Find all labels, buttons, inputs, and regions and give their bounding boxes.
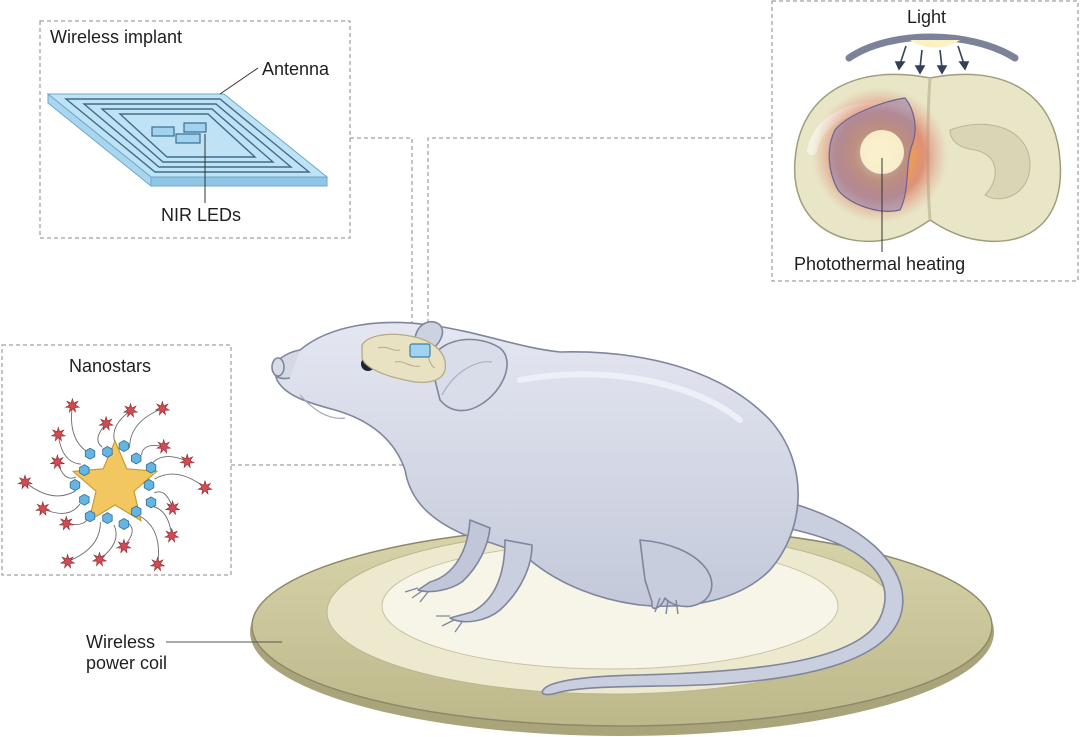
nanostar-ligand <box>71 405 91 455</box>
mouse-front-leg <box>449 539 533 623</box>
nanostar-dye-molecule <box>17 474 33 490</box>
nanostar-hexagon-ligand <box>84 510 96 523</box>
nanostar-dye-molecule <box>98 415 115 431</box>
nanostar-dye-molecule <box>197 479 213 496</box>
nanostar-dye-molecule <box>34 500 51 517</box>
mouse-nose <box>271 357 285 377</box>
nanostar-hexagon-ligand <box>69 479 81 491</box>
nanostar-ligand <box>149 505 173 536</box>
nanostar-ligand <box>129 408 163 448</box>
nanostar-hexagon-ligand <box>143 479 155 491</box>
nanostar-hexagon-ligand <box>130 505 142 518</box>
brain-implant <box>409 343 431 358</box>
nanostar-dye-molecule <box>50 426 67 442</box>
wireless-power-coil-label-line1: Wireless <box>86 632 156 652</box>
nanostar-hexagon-ligand <box>145 496 157 509</box>
nanostar-hexagon-ligand <box>118 440 130 452</box>
implant-illustration <box>46 92 329 188</box>
nanostar-dye-molecule <box>115 538 132 554</box>
nanostar-ligand <box>139 515 159 565</box>
antenna-leader <box>219 67 259 95</box>
nanostar-dye-molecule <box>179 453 196 469</box>
nanostar-dye-molecule <box>164 499 181 516</box>
nanostar-hexagon-ligand <box>102 512 113 525</box>
connector-brain <box>427 137 772 335</box>
nir-leds-label: NIR LEDs <box>161 205 242 225</box>
nanostar-hexagon-ligand <box>102 445 113 458</box>
nanostar-dye-molecule <box>122 402 139 418</box>
nanostar-dye-molecule <box>59 553 76 569</box>
light-label: Light <box>907 7 947 27</box>
nanostar-ligand <box>42 503 81 514</box>
nanostar-dye-molecule <box>163 527 180 543</box>
nanostar-dye-molecule <box>149 556 166 572</box>
nanostar-hexagon-ligand <box>118 518 130 530</box>
nanostar-dye-molecule <box>154 400 171 416</box>
nanostar-hexagon-ligand <box>79 493 90 506</box>
nanostar-dye-molecule <box>58 515 75 531</box>
nanostar-illustration <box>17 397 213 572</box>
nanostar-hexagon-ligand <box>130 452 142 465</box>
connector-implant <box>350 137 413 330</box>
nanostar-ligand <box>67 522 101 562</box>
nanostar-hexagon-ligand <box>145 461 157 474</box>
nanostar-ligand <box>154 473 206 489</box>
nanostar-dye-molecule <box>155 438 172 454</box>
nanostar-ligand <box>99 524 117 560</box>
nanostar-hexagon-ligand <box>79 464 90 477</box>
light-source <box>845 33 1019 75</box>
nanostar-dye-molecule <box>64 397 81 413</box>
nanostar-dye-molecule <box>49 453 66 470</box>
nanostars-panel <box>1 344 232 576</box>
mouse-hind-leg <box>639 539 713 610</box>
antenna-label: Antenna <box>262 59 330 79</box>
brain-cross-section <box>793 73 1062 242</box>
implant-panel <box>39 20 351 239</box>
wireless-implant-title: Wireless implant <box>50 27 183 47</box>
wireless-power-coil-label-line2: power coil <box>86 653 168 673</box>
nanostar-ligand <box>24 481 76 497</box>
nanostar-dye-molecule <box>91 551 108 567</box>
nanostars-title: Nanostars <box>69 356 152 376</box>
nanostar-ligand <box>57 434 81 465</box>
mouse-ear <box>429 338 508 412</box>
brain-section-panel <box>771 0 1079 282</box>
photothermal-heating-label: Photothermal heating <box>794 254 966 274</box>
nanostar-hexagon-ligand <box>84 447 96 460</box>
mouse-illustration <box>271 321 904 696</box>
mouse-tail <box>541 499 904 696</box>
